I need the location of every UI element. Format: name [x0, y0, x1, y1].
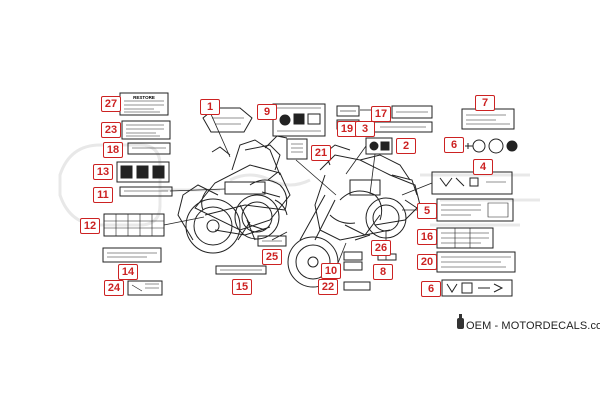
callout-10: 10 — [321, 263, 341, 279]
left-motorcycle — [177, 135, 291, 254]
decal-13 — [116, 161, 170, 183]
decal-21 — [286, 138, 308, 160]
decal-9 — [272, 103, 326, 137]
callout-19: 19 — [337, 121, 357, 137]
decal-7 — [461, 108, 515, 130]
bottle-icon — [457, 314, 464, 329]
callout-7: 7 — [475, 95, 495, 111]
callout-6-bottom: 6 — [421, 281, 441, 297]
decal-23 — [121, 120, 171, 140]
decal-26 — [343, 251, 363, 261]
callout-21: 21 — [311, 145, 331, 161]
callout-15: 15 — [232, 279, 252, 295]
callout-22: 22 — [318, 279, 338, 295]
decal-15 — [215, 265, 267, 275]
decal-18 — [127, 142, 171, 155]
watermark-text: OEM - MOTORDECALS.com — [466, 320, 600, 332]
callout-5: 5 — [417, 203, 437, 219]
callout-26: 26 — [371, 240, 391, 256]
decal-14 — [102, 247, 162, 263]
callout-18: 18 — [103, 142, 123, 158]
decal-parts — [102, 92, 518, 297]
callout-6-top: 6 — [444, 137, 464, 153]
callout-20: 20 — [417, 254, 437, 270]
callout-23: 23 — [101, 122, 121, 138]
decal-11 — [119, 186, 173, 197]
callout-9: 9 — [257, 104, 277, 120]
right-motorcycle — [287, 144, 421, 288]
callout-8: 8 — [373, 264, 393, 280]
callout-24: 24 — [104, 280, 124, 296]
decal-24 — [127, 280, 163, 296]
decal-16 — [436, 227, 494, 249]
callout-11: 11 — [93, 187, 113, 203]
callout-17: 17 — [371, 106, 391, 122]
callout-25: 25 — [262, 249, 282, 265]
callout-4: 4 — [473, 159, 493, 175]
callout-13: 13 — [93, 164, 113, 180]
callout-27: 27 — [101, 96, 121, 112]
decal-27-label: RESTORE — [133, 95, 155, 100]
callout-3: 3 — [355, 121, 375, 137]
callout-1: 1 — [200, 99, 220, 115]
decal-6-bottom — [441, 279, 513, 297]
callout-12: 12 — [80, 218, 100, 234]
callout-16: 16 — [417, 229, 437, 245]
decal-20 — [436, 251, 516, 273]
decal-17 — [336, 105, 360, 117]
decal-6-top — [465, 143, 473, 149]
callout-14: 14 — [118, 264, 138, 280]
decal-22 — [343, 281, 371, 291]
decal-25 — [257, 235, 287, 247]
callout-2: 2 — [396, 138, 416, 154]
background-watermark — [58, 143, 540, 227]
